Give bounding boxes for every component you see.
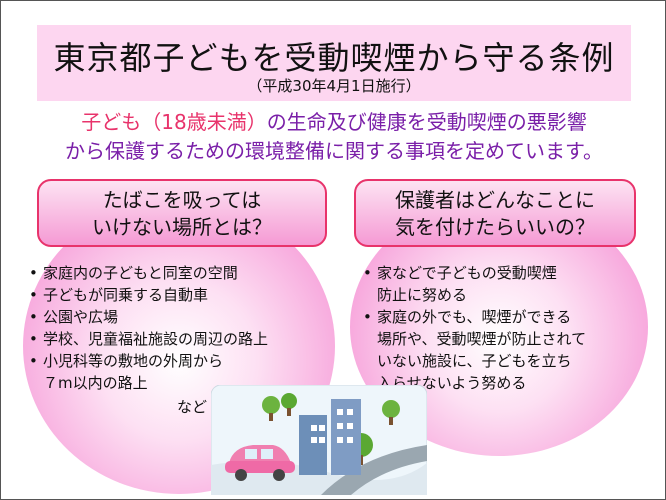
car-icon	[225, 445, 295, 481]
list-item: 家庭の外でも、喫煙ができる	[363, 306, 633, 328]
building-icon	[299, 399, 361, 475]
title-banner: 東京都子どもを受動喫煙から守る条例 （平成30年4月1日施行）	[37, 25, 631, 101]
list-item: 学校、児童福祉施設の周辺の路上	[29, 328, 329, 350]
list-item: 公園や広場	[29, 306, 329, 328]
list-item: 小児科等の敷地の外周から	[29, 350, 329, 372]
list-item-continuation: 防止に努める	[377, 286, 468, 304]
intro-text: 子ども（18歳未満）の生命及び健康を受動喫煙の悪影響 から保護するための環境整備…	[21, 108, 647, 166]
list-item-continuation: いない施設に、子どもを立ち	[377, 352, 572, 370]
right-list: 家などで子どもの受動喫煙 防止に努める 家庭の外でも、喫煙ができる 場所や、受動…	[363, 262, 633, 394]
list-item-continuation: ７m以内の路上	[43, 374, 148, 392]
list-item-continuation: 場所や、受動喫煙が防止されて	[377, 330, 587, 348]
list-item: 子どもが同乗する自動車	[29, 284, 329, 306]
page-title: 東京都子どもを受動喫煙から守る条例	[53, 39, 615, 77]
street-illustration	[211, 385, 427, 495]
right-question-line1: 保護者はどんなことに	[395, 188, 595, 212]
list-item: 家などで子どもの受動喫煙	[363, 262, 633, 284]
right-question-box: 保護者はどんなことに 気を付けたらいいの？	[354, 179, 636, 247]
intro-line1: の生命及び健康を受動喫煙の悪影響	[266, 110, 587, 134]
intro-highlight: 子ども（18歳未満）	[81, 110, 267, 134]
page-subtitle: （平成30年4月1日施行）	[247, 77, 421, 95]
intro-line2: から保護するための環境整備に関する事項を定めています。	[65, 139, 603, 163]
right-question-line2: 気を付けたらいいの？	[395, 215, 595, 239]
list-item: 家庭内の子どもと同室の空間	[29, 262, 329, 284]
etc-label: など	[177, 398, 208, 416]
left-question-line2: いけない場所とは？	[92, 215, 272, 239]
left-question-box: たばこを吸っては いけない場所とは？	[37, 179, 327, 247]
left-question-line1: たばこを吸っては	[102, 188, 262, 212]
left-list: 家庭内の子どもと同室の空間 子どもが同乗する自動車 公園や広場 学校、児童福祉施…	[29, 262, 329, 394]
